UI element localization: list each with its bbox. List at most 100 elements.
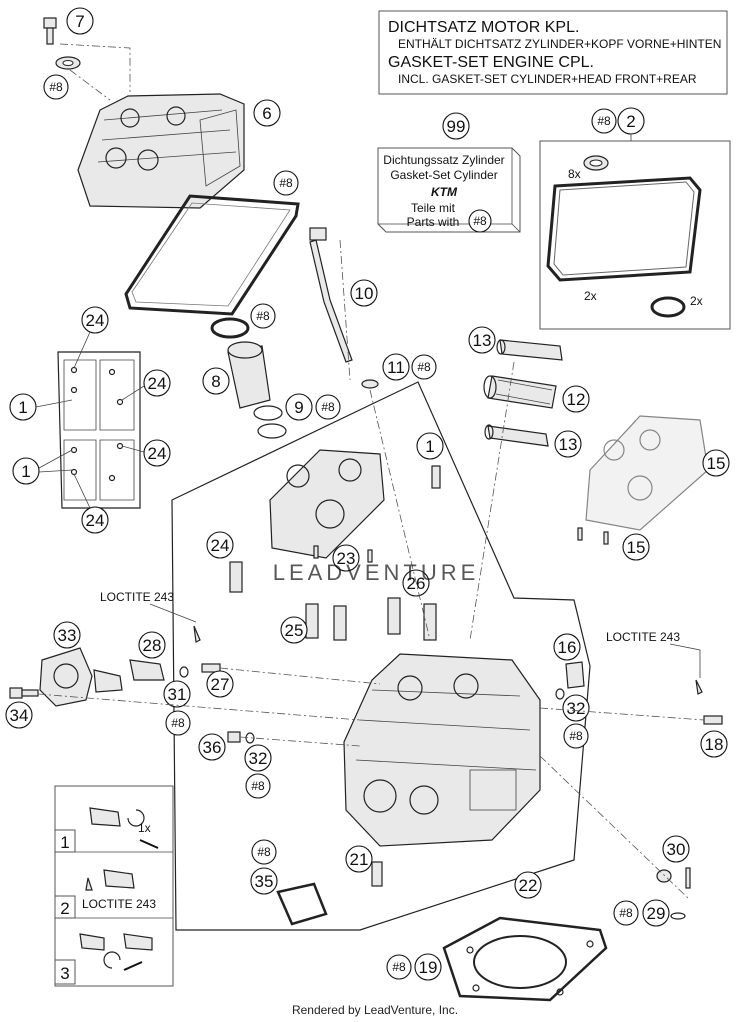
callout-25: 25 [285,621,304,640]
callout-34: 34 [10,706,29,725]
left-gasket-plate[interactable]: 24 24 24 24 1 1 [9,306,171,534]
callout-24-right-top: 24 [148,374,167,393]
install-steps-box: 1 1x 2 LOCTITE 243 3 [54,785,174,987]
cylinder-head[interactable] [343,653,541,847]
part-27-screw[interactable]: 27 [201,663,234,698]
badge-b8: #8 [619,906,633,920]
ktm-logo: KTM [431,185,458,199]
part-19-head-gasket[interactable]: #8 19 [386,916,608,1002]
part-32-seal-right[interactable]: 32 #8 [555,688,590,749]
kit99-line-1: Dichtungssatz Zylinder [383,153,504,167]
part-13-bearing-top[interactable]: 13 [468,326,563,361]
badge-b3: #8 [417,360,431,374]
badge-b5: #8 [321,400,335,414]
part-32-seal-left[interactable]: 32 #8 [244,732,272,799]
badge-b10: #8 [251,779,265,793]
kit2-qty-2x-b: 2x [690,294,703,308]
callout-24-top: 24 [86,311,105,330]
kit2-qty-2x-a: 2x [584,289,597,303]
kit99-line-4: Parts with [407,215,460,229]
adapter [93,669,123,693]
callout-11: 11 [387,358,405,377]
part-21-dowel[interactable]: 21 [345,845,383,887]
callout-15-right: 15 [707,454,726,473]
callout-29: 29 [647,904,666,923]
callout-32-left: 32 [249,749,268,768]
callout-26: 26 [407,574,426,593]
badge-b6: #8 [257,845,271,859]
info-line-2: ENTHÄLT DICHTSATZ ZYLINDER+KOPF VORNE+HI… [398,37,721,51]
cylinder-gasket-kit-99[interactable]: 99 Dichtungssatz Zylinder Gasket-Set Cyl… [377,112,521,233]
step-2-note: LOCTITE 243 [82,897,156,911]
callout-12: 12 [567,390,586,409]
callout-16: 16 [558,638,577,657]
callout-31: 31 [168,685,187,704]
part-31-seal[interactable]: 31 [163,666,191,708]
part-33-cover[interactable]: 33 [39,621,93,707]
kit99-badge: #8 [473,214,487,228]
callout-2: 2 [626,112,635,131]
badge-b4: #8 [256,309,270,323]
kit2-badge: #8 [597,114,611,128]
callout-15-bottom: 15 [627,538,646,557]
part-23-cam-carrier[interactable]: 23 [269,449,385,572]
part-6-valve-cover[interactable]: 6 [77,93,281,209]
callout-24-bottom: 24 [86,511,105,530]
loctite-right: LOCTITE 243 [606,630,680,644]
callout-24-right-bottom: 24 [148,444,167,463]
kit99-line-2: Gasket-Set Cylinder [390,168,497,182]
part-24-pin[interactable]: 24 [206,531,243,593]
step-2-number: 2 [60,899,69,918]
part-10-stud[interactable]: 10 [309,227,378,363]
info-line-4: INCL. GASKET-SET CYLINDER+HEAD FRONT+REA… [398,72,697,86]
part-29-30-nuts[interactable]: 30 #8 29 [613,835,691,927]
callout-33: 33 [58,626,77,645]
engine-gasket-kit-2[interactable]: #8 2 8x 2x 2x [539,107,731,330]
kit99-line-3: Teile mit [411,201,456,215]
part-8-tube[interactable]: #8 8 [202,303,276,409]
callout-9: 9 [294,398,303,417]
callout-28: 28 [143,636,162,655]
callout-1-left-top: 1 [18,398,27,417]
part-36-plug[interactable]: 36 [198,731,241,761]
badge-b2: #8 [279,176,293,190]
part-18-screw[interactable]: 18 [700,715,728,758]
callout-6: 6 [262,104,271,123]
callout-10: 10 [355,284,374,303]
watermark: LEADVENTURE [273,560,480,585]
part-15-cam-carrier[interactable] [585,415,709,531]
callout-21: 21 [350,850,369,869]
part-1-dowel[interactable]: 1 [416,432,444,489]
part-12-bearing[interactable]: 12 [483,375,590,413]
callout-13-bottom: 13 [559,435,578,454]
callout-19: 19 [419,958,438,977]
callout-32-right: 32 [567,699,586,718]
callout-13-top: 13 [473,331,492,350]
assembly-outline [171,381,591,931]
callout-35: 35 [255,872,274,891]
callout-23: 23 [337,549,356,568]
part-28-sensor[interactable]: 28 [129,631,166,681]
valve-cover-group: 7 #8 6 #8 [43,7,300,316]
kit2-qty-8x: 8x [568,167,581,181]
badge-b11: #8 [569,729,583,743]
step-1-note: 1x [138,821,151,835]
gasket-set-info-box: DICHTSATZ MOTOR KPL. ENTHÄLT DICHTSATZ Z… [378,10,728,95]
callout-22: 22 [519,876,538,895]
callout-8: 8 [211,372,220,391]
part-35-seal[interactable]: #8 35 [250,839,328,926]
part-16-sensor[interactable]: 16 [553,633,585,689]
callout-18: 18 [705,735,724,754]
part-34-bolt[interactable]: 34 [5,687,39,729]
part-11-washer[interactable]: 11 #8 [361,353,437,389]
part-25-valve-guides[interactable]: 25 [280,603,347,644]
part-9-o-rings[interactable]: 9 #8 [253,393,341,439]
callout-30: 30 [667,840,686,859]
part-7-bolt[interactable]: 7 [43,7,94,45]
loctite-left: LOCTITE 243 [100,590,174,604]
info-line-3: GASKET-SET ENGINE CPL. [388,54,594,71]
badge-b9: #8 [171,716,185,730]
step-3-number: 3 [60,964,69,983]
info-line-1: DICHTSATZ MOTOR KPL. [388,19,579,36]
badge-b1: #8 [49,80,63,94]
